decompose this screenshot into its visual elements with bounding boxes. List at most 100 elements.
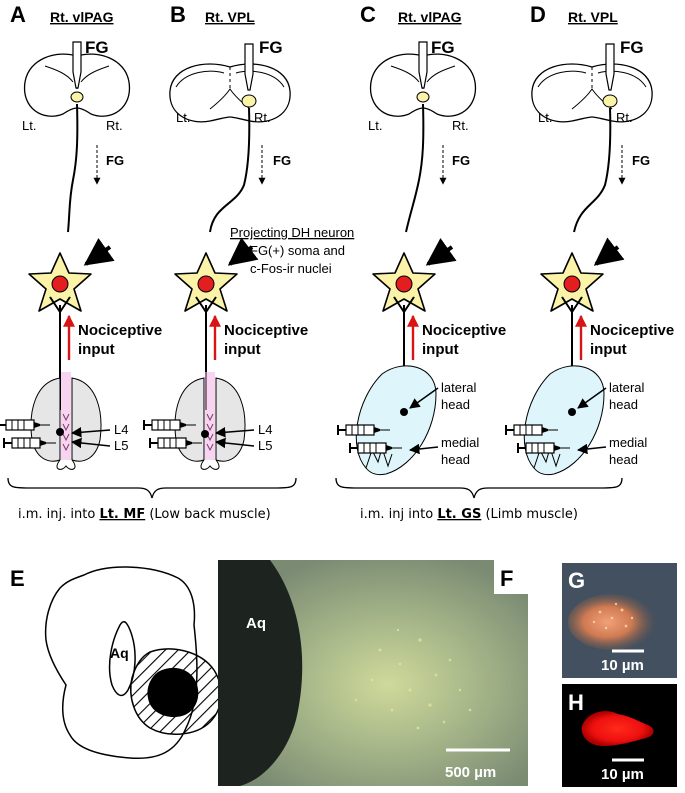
panel-g: G 10 µm: [562, 563, 677, 678]
nociceptive-label-2: input: [224, 341, 261, 358]
nociceptive-label-2: input: [422, 341, 459, 358]
level-l5: L5: [114, 438, 128, 453]
panel-f: F Aq 500 µm: [218, 560, 528, 786]
panel-b-title: Rt. VPL: [205, 9, 255, 25]
gastrocnemius-muscle: [523, 365, 605, 476]
neuron-pointer-arrow: [83, 238, 115, 266]
tracer-arrow-label: FG: [452, 153, 470, 168]
panel-e: E Aq: [10, 566, 222, 760]
panel-label-a: A: [10, 2, 26, 27]
panel-label-h: H: [568, 690, 584, 715]
panel-label-g: G: [568, 568, 585, 593]
aqueduct-label: Aq: [110, 645, 129, 661]
neuron-body-dot: [56, 428, 64, 436]
neuron-note-line2: FG(+) soma and: [250, 243, 345, 258]
pointer-arrow-medial: [408, 443, 439, 455]
injection-site: [416, 91, 430, 103]
pointer-arrow-l4: [214, 427, 255, 438]
neuron-body-dot: [400, 408, 408, 416]
injection-site: [602, 94, 618, 108]
dh-neuron: [174, 252, 238, 312]
caption-suffix: (Limb muscle): [481, 507, 578, 522]
panel-c-title: Rt. vlPAG: [398, 9, 462, 25]
pointer-arrow-l5: [70, 437, 111, 449]
lateral-head-label-2: head: [441, 397, 470, 412]
dh-neuron: [28, 252, 92, 312]
panel-h: H 10 µm: [562, 684, 677, 787]
medial-head-label-2: head: [609, 452, 638, 467]
lateral-head-label-1: lateral: [441, 380, 477, 395]
nociceptive-label-2: input: [78, 341, 115, 358]
pointer-arrow-lateral: [409, 387, 439, 409]
pointer-arrow-medial: [576, 443, 607, 455]
aqueduct-dark-region: [218, 560, 303, 786]
level-l4: L4: [258, 422, 272, 437]
lateral-head-label-1: lateral: [609, 380, 645, 395]
side-right-label: Rt.: [616, 110, 633, 125]
tracer-label: FG: [431, 38, 455, 57]
scale-label: 500 µm: [445, 764, 496, 781]
neuron-pointer-arrow: [425, 238, 457, 266]
gastrocnemius-muscle: [355, 365, 437, 476]
tracer-arrow-label: FG: [273, 153, 291, 168]
brace-right: [335, 477, 623, 499]
pipette-icon: [418, 41, 428, 89]
dh-neuron: [540, 252, 604, 312]
injection-site: [70, 91, 84, 103]
neuron-pointer-arrow: [593, 237, 625, 266]
injection-caption-right: i.m. inj into Lt. GS (Limb muscle): [360, 507, 578, 522]
fg-labeled-particles: [354, 628, 472, 730]
pipette-icon: [244, 43, 254, 91]
fg-labeled-soma: [568, 594, 656, 650]
tracer-label: FG: [85, 38, 109, 57]
pipette-icon: [72, 41, 82, 89]
injection-site: [241, 94, 257, 108]
injection-caption-left: i.m. inj. into Lt. MF (Low back muscle): [18, 507, 271, 522]
panel-label-d: D: [530, 2, 546, 27]
side-right-label: Rt.: [452, 118, 469, 133]
scale-label: 10 µm: [601, 657, 644, 674]
lateral-head-label-2: head: [609, 397, 638, 412]
panel-f-label-box: [494, 560, 528, 594]
level-l4: L4: [114, 422, 128, 437]
panel-a-title: Rt. vlPAG: [50, 9, 114, 25]
caption-muscle: Lt. GS: [437, 507, 481, 522]
level-l5: L5: [258, 438, 272, 453]
neuron-note-line3: c-Fos-ir nuclei: [250, 261, 332, 276]
neuron-body-dot: [201, 430, 209, 438]
panel-d: D Rt. VPL FG Lt. Rt. FG Nociceptive inpu…: [505, 2, 674, 476]
nociceptive-label-2: input: [590, 341, 627, 358]
pointer-arrow-l4: [70, 427, 111, 438]
neuron-pointer-arrow: [227, 237, 259, 266]
nociceptive-label-1: Nociceptive: [224, 322, 308, 339]
aqueduct-label: Aq: [246, 615, 266, 632]
caption-prefix: i.m. inj into: [360, 507, 437, 522]
pointer-arrow-l5: [214, 437, 255, 449]
side-left-label: Lt.: [176, 110, 190, 125]
tracer-arrow-label: FG: [632, 153, 650, 168]
tracer-arrow-label: FG: [106, 153, 124, 168]
panel-label-b: B: [170, 2, 186, 27]
nociceptive-label-1: Nociceptive: [422, 322, 506, 339]
axon: [67, 103, 79, 233]
panel-c: C Rt. vlPAG FG Lt. Rt. FG Nociceptive in…: [337, 2, 506, 476]
neuron-body-dot: [568, 408, 576, 416]
panel-label-e: E: [10, 566, 25, 591]
nociceptive-label-1: Nociceptive: [78, 322, 162, 339]
side-left-label: Lt.: [538, 110, 552, 125]
neuron-note-line1: Projecting DH neuron: [230, 225, 354, 240]
dh-neuron: [372, 252, 436, 312]
medial-head-label-1: medial: [441, 435, 479, 450]
panel-b: B Rt. VPL FG Lt. Rt. FG Projecting DH ne…: [143, 2, 354, 470]
panel-a: A Rt. vlPAG FG Lt. Rt. FG Nociceptive in…: [0, 2, 162, 470]
tracer-label: FG: [259, 38, 283, 57]
fg-granules: [592, 602, 634, 630]
panel-d-title: Rt. VPL: [568, 9, 618, 25]
nociceptive-label-1: Nociceptive: [590, 322, 674, 339]
pipette-icon: [605, 43, 615, 91]
spinal-cord: [30, 371, 102, 470]
panel-label-c: C: [360, 2, 376, 27]
caption-prefix: i.m. inj. into: [18, 507, 99, 522]
axon: [209, 107, 251, 233]
